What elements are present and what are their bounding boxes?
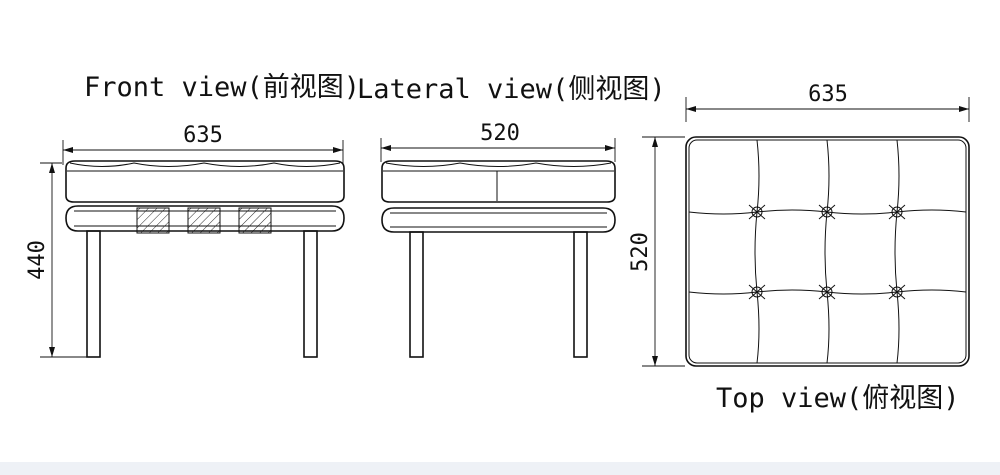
bottom-strip [0, 462, 1000, 475]
lateral-legs [409, 231, 588, 358]
front-cushion [65, 160, 345, 203]
lateral-cushion [381, 160, 616, 203]
front-height-dimension: 440 [25, 162, 88, 358]
front-width-dimension: 635 [62, 123, 344, 165]
top-view-title: Top view(俯视图) [716, 383, 960, 414]
top-cushion [685, 136, 970, 367]
top-height-label: 520 [628, 232, 653, 272]
front-frame [65, 205, 345, 234]
lateral-width-dimension: 520 [380, 121, 616, 162]
lateral-view: Lateral view(侧视图) 520 [357, 74, 666, 358]
front-height-label: 440 [25, 240, 50, 280]
front-view: Front view(前视图) 635 440 [25, 72, 360, 358]
front-width-label: 635 [183, 123, 223, 148]
tufting-seams [688, 139, 967, 364]
tufting-buttons [748, 204, 906, 300]
top-width-label: 635 [808, 82, 848, 107]
lateral-view-title: Lateral view(侧视图) [357, 74, 666, 105]
front-legs [86, 230, 318, 358]
top-width-dimension: 635 [685, 82, 970, 122]
technical-drawing: Front view(前视图) 635 440 [25, 72, 970, 414]
lateral-frame [381, 207, 616, 233]
front-view-title: Front view(前视图) [84, 72, 360, 103]
top-height-dimension: 520 [628, 136, 685, 367]
top-view: 635 520 [628, 82, 970, 414]
lateral-width-label: 520 [480, 121, 520, 146]
